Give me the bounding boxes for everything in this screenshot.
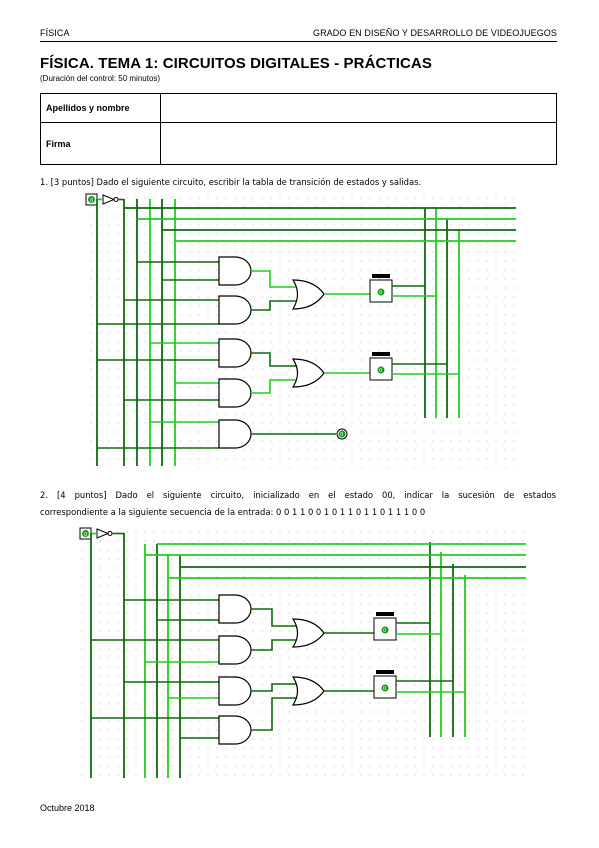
footer-date: Octubre 2018 [40, 803, 95, 813]
svg-text:0: 0 [90, 198, 93, 204]
signature-field[interactable] [160, 122, 557, 165]
signature-label: Firma [40, 122, 161, 165]
page-title: FÍSICA. TEMA 1: CIRCUITOS DIGITALES - PR… [40, 55, 432, 72]
question-1: 1. [3 puntos] Dado el siguiente circuito… [40, 177, 422, 187]
svg-text:0: 0 [383, 628, 386, 634]
output-pin: 0 [336, 428, 348, 440]
svg-text:0: 0 [379, 368, 382, 374]
student-info-table: Apellidos y nombre Firma [40, 93, 557, 165]
circuit-2-diagram: 0 [78, 526, 526, 780]
and-gates [218, 594, 252, 745]
flip-flop-2: 0 [373, 670, 397, 699]
name-label: Apellidos y nombre [40, 93, 161, 123]
and-gates [218, 256, 252, 449]
name-field[interactable] [160, 93, 557, 123]
svg-text:0: 0 [340, 432, 343, 438]
question-2-line-2: correspondiente a la siguiente secuencia… [40, 507, 426, 517]
flip-flop-2: 0 [369, 352, 393, 381]
or-gates [291, 618, 325, 706]
header-degree: GRADO EN DISEÑO Y DESARROLLO DE VIDEOJUE… [312, 28, 557, 38]
svg-text:0: 0 [379, 290, 382, 296]
flip-flop-1: 0 [369, 274, 393, 303]
input-pin: 0 [79, 527, 92, 540]
svg-text:0: 0 [383, 686, 386, 692]
circuit-1-diagram: 0 [84, 192, 516, 468]
flip-flop-1: 0 [373, 612, 397, 641]
svg-text:0: 0 [84, 532, 87, 538]
or-gates [291, 279, 325, 388]
input-pin: 0 [85, 193, 98, 206]
header-subject: FÍSICA [40, 28, 70, 38]
header-rule [40, 41, 557, 42]
question-2-line-1: 2. [4 puntos] Dado el siguiente circuito… [40, 490, 556, 500]
page-subtitle: (Duración del control: 50 minutos) [40, 74, 161, 83]
